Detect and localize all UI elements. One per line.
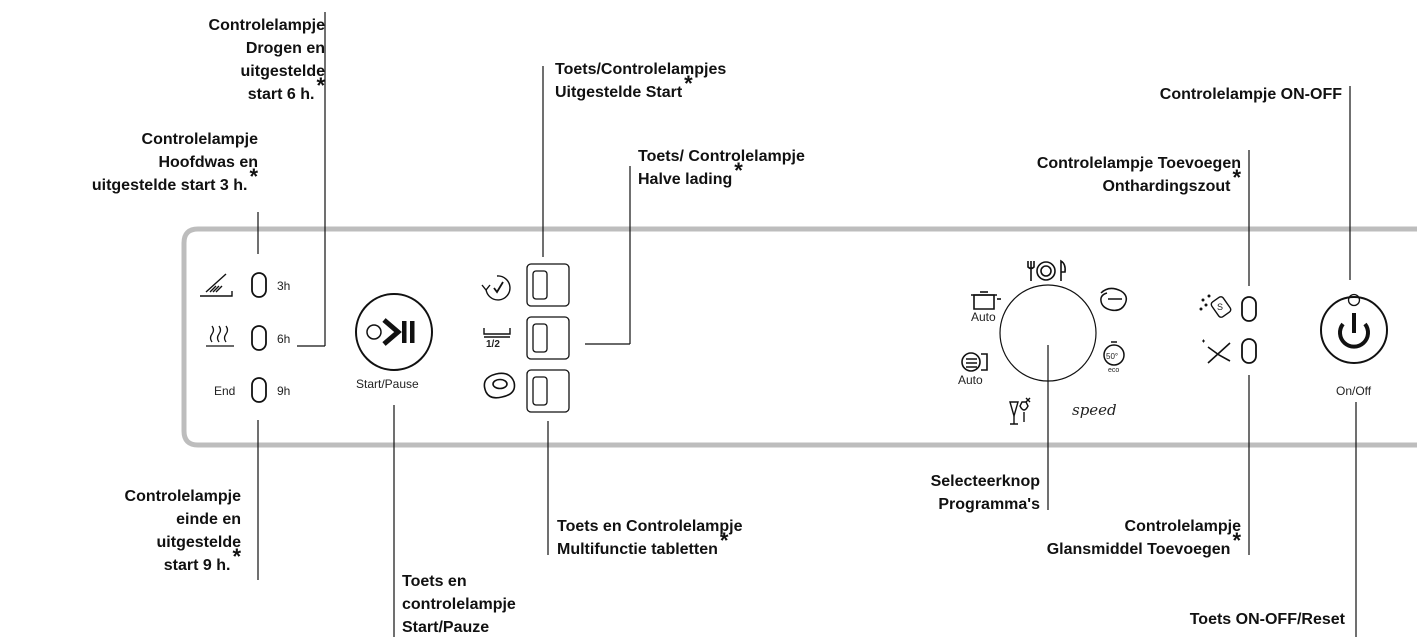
label-mainwash-3h: Controlelampje Hoofdwas en uitgestelde s… (91, 131, 258, 194)
auto-bottom-label: Auto (958, 373, 983, 387)
label-multifunction-tablets: Toets en Controlelampje Multifunctie tab… (557, 518, 743, 558)
eco-icon (1103, 341, 1125, 366)
panel-outline (181, 226, 1417, 448)
on-off-lamp (1347, 293, 1361, 307)
lamp-3h-label: 3h (277, 279, 291, 293)
lamp-9h-label: 9h (277, 384, 291, 398)
power-icon (1338, 313, 1370, 349)
label-start-pause: Toets en controlelampje Start/Pauze (402, 573, 516, 636)
steam-icon (206, 325, 234, 347)
end-label: End (214, 384, 236, 398)
label-half-load: Toets/ Controlelampje Halve lading* (638, 148, 805, 188)
rinse-icon (1100, 287, 1128, 312)
half-load-icon (483, 328, 511, 338)
speed-icon: speed (1072, 401, 1117, 419)
delay-key-lamp (532, 270, 548, 300)
glasses-icon (1009, 397, 1031, 425)
tablet-icon (483, 372, 516, 399)
on-off-caption[interactable]: On/Off (1336, 384, 1372, 398)
label-on-off-reset: Toets ON-OFF/Reset (1189, 611, 1345, 628)
eco-value: 50° (1106, 352, 1119, 361)
tablet-key-lamp (532, 376, 548, 406)
half-key-frame (526, 316, 570, 360)
lamp-6h (251, 325, 267, 351)
pot-icon (971, 291, 1001, 310)
start-pause-button-ring (355, 293, 433, 371)
delay-clock-icon (481, 275, 511, 301)
play-pause-icon (366, 318, 415, 346)
half-key-lamp (532, 323, 548, 353)
rinse-aid-icon (1202, 339, 1231, 364)
label-salt: Controlelampje Toevoegen Onthardingszout… (1036, 155, 1241, 195)
plate-cutlery-icon (1027, 259, 1066, 281)
lamp-3h (251, 272, 267, 298)
program-knob (999, 284, 1097, 382)
salt-lamp (1241, 296, 1257, 322)
brush-icon (200, 273, 233, 297)
label-drying-6h: Controlelampje Drogen en uitgestelde sta… (208, 17, 325, 103)
label-rinse-aid: Controlelampje Glansmiddel Toevoegen* (1046, 518, 1241, 558)
delay-key-frame (526, 263, 570, 307)
eco-label: eco (1108, 367, 1120, 374)
label-delayed-start: Toets/Controlelampjes Uitgestelde Start* (555, 61, 727, 101)
auto-top-label: Auto (971, 310, 996, 324)
lamp-6h-label: 6h (277, 332, 291, 346)
salt-icon (1199, 294, 1232, 318)
auto-pot-icon (961, 352, 988, 372)
start-pause-caption[interactable]: Start/Pause (356, 377, 419, 391)
half-load-text: 1/2 (486, 339, 500, 350)
label-program-knob: Selecteerknop Programma's (930, 473, 1040, 513)
salt-letter: S (1217, 302, 1224, 312)
label-end-9h: Controlelampje einde en uitgestelde star… (124, 488, 241, 574)
lamp-9h (251, 377, 267, 403)
on-off-button-ring (1320, 296, 1388, 364)
label-on-off-lamp: Controlelampje ON-OFF (1159, 86, 1342, 103)
tablet-key-frame (526, 369, 570, 413)
rinse-aid-lamp (1241, 338, 1257, 364)
